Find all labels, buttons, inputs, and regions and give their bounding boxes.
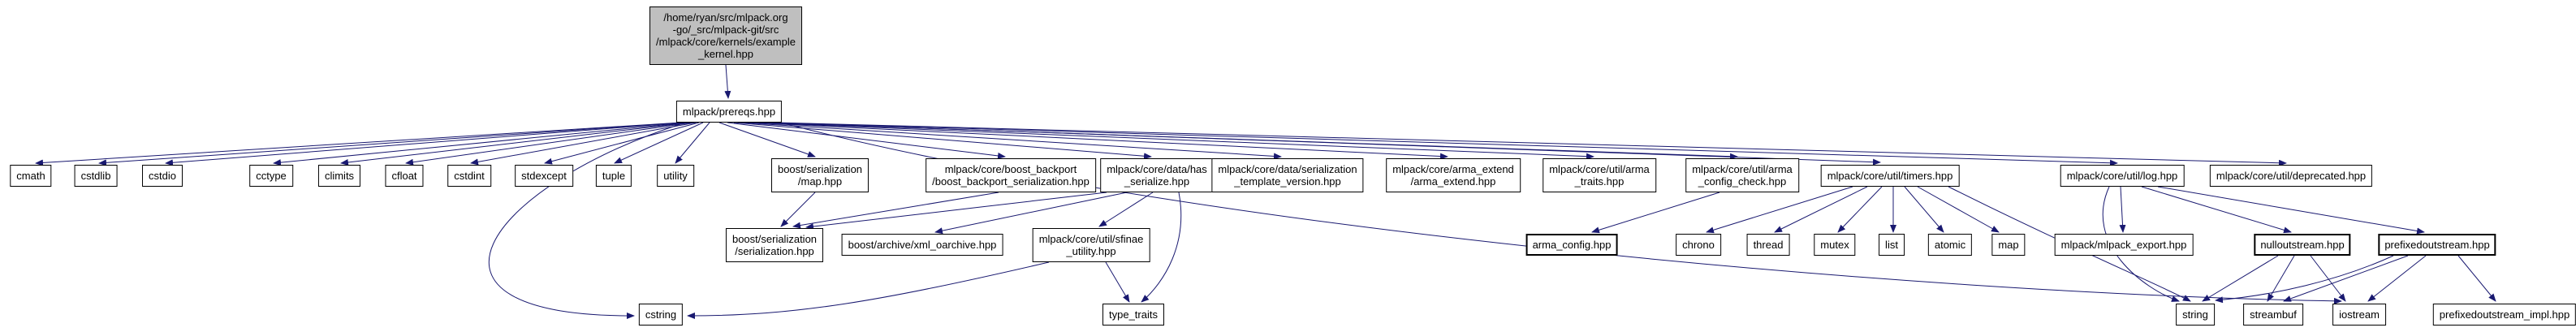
edge-timers-to-chrono [1706,186,1853,234]
node-cstring: cstring [638,304,684,326]
node-prereqs[interactable]: mlpack/prereqs.hpp [675,101,783,123]
node-deprecated[interactable]: mlpack/core/util/deprecated.hpp [2209,165,2373,187]
node-atomic: atomic [1927,234,1973,256]
node-cstdlib: cstdlib [74,165,118,187]
node-log[interactable]: mlpack/core/util/log.hpp [2060,165,2185,187]
node-mlpack-export[interactable]: mlpack/mlpack_export.hpp [2054,234,2194,256]
node-has-serialize[interactable]: mlpack/core/data/has _serialize.hpp [1100,158,1214,192]
node-sfinae-utility[interactable]: mlpack/core/util/sfinae _utility.hpp [1032,228,1150,262]
node-chrono: chrono [1676,234,1721,256]
edge-log-to-mlpack-export [2119,186,2126,233]
edge-backport-to-serialization [792,192,999,229]
node-arma-traits[interactable]: mlpack/core/util/arma _traits.hpp [1543,158,1656,192]
edge-prereqs-to-deprecated [775,122,2287,166]
node-utility: utility [657,165,694,187]
node-prefixedoutstream[interactable]: prefixedoutstream.hpp [2378,234,2496,256]
node-arma-extend[interactable]: mlpack/core/arma_extend /arma_extend.hpp [1386,158,1521,192]
edge-prereqs-to-cstdio [165,122,685,166]
node-iostream: iostream [2332,304,2386,326]
edge-prefixedoutstream-to-streambuf [2283,255,2409,302]
edge-prereqs-to-iostream [777,121,2342,304]
node-thread: thread [1746,234,1790,256]
edge-timers-to-mutex [1837,186,1883,233]
node-string: string [2176,304,2215,326]
node-cstdio: cstdio [142,165,183,187]
edge-prereqs-to-tuple [614,122,704,164]
edge-sfinae-to-type-traits [1105,261,1130,303]
node-cstdint: cstdint [447,165,491,187]
edge-nulloutstream-to-string [2202,255,2279,302]
edge-prereqs-to-has-serialize [733,122,1152,160]
node-arma-config[interactable]: arma_config.hpp [1525,234,1618,256]
node-example-kernel: /home/ryan/src/mlpack.org -go/_src/mlpac… [649,6,802,65]
node-boost-serialization-serialization: boost/serialization /serialization.hpp [725,228,824,262]
edge-prefixedoutstream-to-iostream [2367,255,2427,302]
edge-prereqs-to-cstring [488,123,684,320]
edge-prereqs-to-arma-config-check [759,122,1738,160]
node-climits: climits [317,165,361,187]
node-xml-oarchive: boost/archive/xml_oarchive.hpp [841,234,1003,256]
node-cfloat: cfloat [385,165,424,187]
node-cctype: cctype [249,165,293,187]
edge-prereqs-to-boost-backport [727,122,1006,159]
edge-prereqs-to-cstdint [470,122,697,166]
edge-prereqs-to-climits [340,122,691,166]
edge-prereqs-to-boost-map [718,122,816,157]
edge-prereqs-to-cfloat [405,122,693,166]
edge-nulloutstream-to-iostream [2310,255,2346,302]
node-serialization-template-version[interactable]: mlpack/core/data/serialization _template… [1211,158,1364,192]
node-nulloutstream[interactable]: nulloutstream.hpp [2254,234,2351,256]
edge-timers-to-thread [1774,186,1868,233]
edge-sfinae-to-cstring [687,261,1050,319]
edge-root-to-prereqs [724,64,731,99]
edge-prereqs-to-timers [765,122,1881,166]
edge-boost-map-to-serialization [780,192,816,227]
node-arma-config-check[interactable]: mlpack/core/util/arma _config_check.hpp [1685,158,1799,192]
edge-prereqs-to-cmath [35,122,682,166]
edge-prereqs-to-log [770,122,2118,166]
edge-prefixedoutstream-to-impl [2457,255,2496,302]
edge-prereqs-to-serialization-template-version [740,122,1282,160]
edge-timers-to-atomic [1904,186,1944,233]
edge-prereqs-to-utility [675,122,710,164]
node-prefixedoutstream-impl[interactable]: prefixedoutstream_impl.hpp [2432,304,2576,326]
edge-prereqs-to-cctype [273,122,688,166]
edge-nulloutstream-to-streambuf [2267,255,2295,302]
edge-prereqs-to-arma-extend [747,122,1448,160]
edge-arma-config-check-to-arma-config [1591,192,1720,234]
node-cmath: cmath [10,165,52,187]
edge-prereqs-to-stdexcept [544,122,700,165]
node-streambuf: streambuf [2243,304,2303,326]
edge-prereqs-to-cstdlib [98,122,684,166]
node-stdexcept: stdexcept [515,165,573,187]
edge-timers-to-map [1917,186,2000,233]
edge-log-to-prefixedoutstream [2157,186,2425,235]
node-boost-backport-serialization[interactable]: mlpack/core/boost_backport /boost_backpo… [926,158,1096,192]
edge-has-serialize-to-sfinae [1098,192,1154,227]
node-boost-serialization-map: boost/serialization /map.hpp [770,158,869,192]
node-timers[interactable]: mlpack/core/util/timers.hpp [1820,165,1960,187]
edge-log-to-nulloutstream [2141,186,2292,234]
edge-prereqs-to-arma-traits [753,122,1594,160]
node-map: map [1991,234,2026,256]
node-list: list [1879,234,1905,256]
node-tuple: tuple [595,165,632,187]
edge-has-serialize-to-serialization [805,192,1107,230]
edge-prefixedoutstream-to-string [2215,255,2394,304]
edge-has-serialize-to-xml-oarchive [934,192,1128,235]
node-mutex: mutex [1814,234,1856,256]
node-type-traits: type_traits [1102,304,1164,326]
